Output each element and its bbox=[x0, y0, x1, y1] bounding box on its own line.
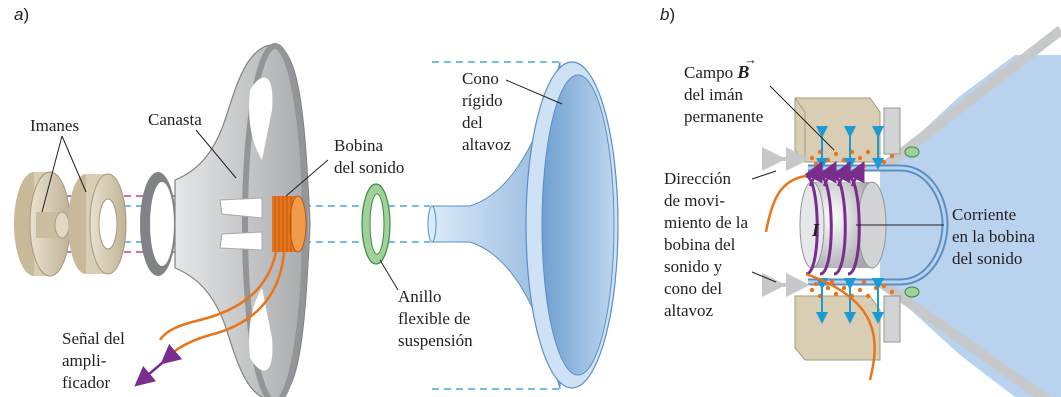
cone-section bbox=[808, 26, 1061, 397]
field-arrows bbox=[816, 126, 884, 324]
motion-arrows bbox=[762, 147, 810, 297]
magnet-back bbox=[14, 171, 71, 277]
current-symbol-i: I bbox=[811, 220, 820, 240]
leaders-a bbox=[41, 79, 563, 291]
label-anillo: Anillo flexible de suspensión bbox=[398, 287, 474, 350]
label-canasta: Canasta bbox=[148, 110, 202, 129]
label-senal: Señal del ampli- ficador bbox=[62, 329, 129, 392]
panel-b-tag: b) bbox=[660, 5, 675, 24]
label-cono: Cono rígido del altavoz bbox=[462, 69, 512, 154]
vector-arrow-b: → bbox=[744, 52, 757, 67]
signal-arrow bbox=[134, 343, 183, 387]
label-direccion: Dirección de movi- miento de la bobina d… bbox=[664, 169, 752, 320]
basket-small-ring bbox=[140, 172, 176, 276]
label-corriente: Corriente en la bobina del sonido bbox=[952, 205, 1039, 268]
magnet-ring bbox=[68, 173, 127, 275]
label-imanes: Imanes bbox=[30, 116, 79, 135]
panel-a-tag: a) bbox=[14, 5, 29, 24]
label-campo: Campo B bbox=[684, 62, 749, 82]
label-bobina: Bobina del sonido bbox=[334, 136, 404, 177]
speaker-cone bbox=[427, 61, 619, 390]
leaders-b bbox=[751, 85, 944, 283]
label-campo-rest: del imán permanente bbox=[684, 85, 763, 126]
suspension-ring bbox=[361, 183, 391, 265]
